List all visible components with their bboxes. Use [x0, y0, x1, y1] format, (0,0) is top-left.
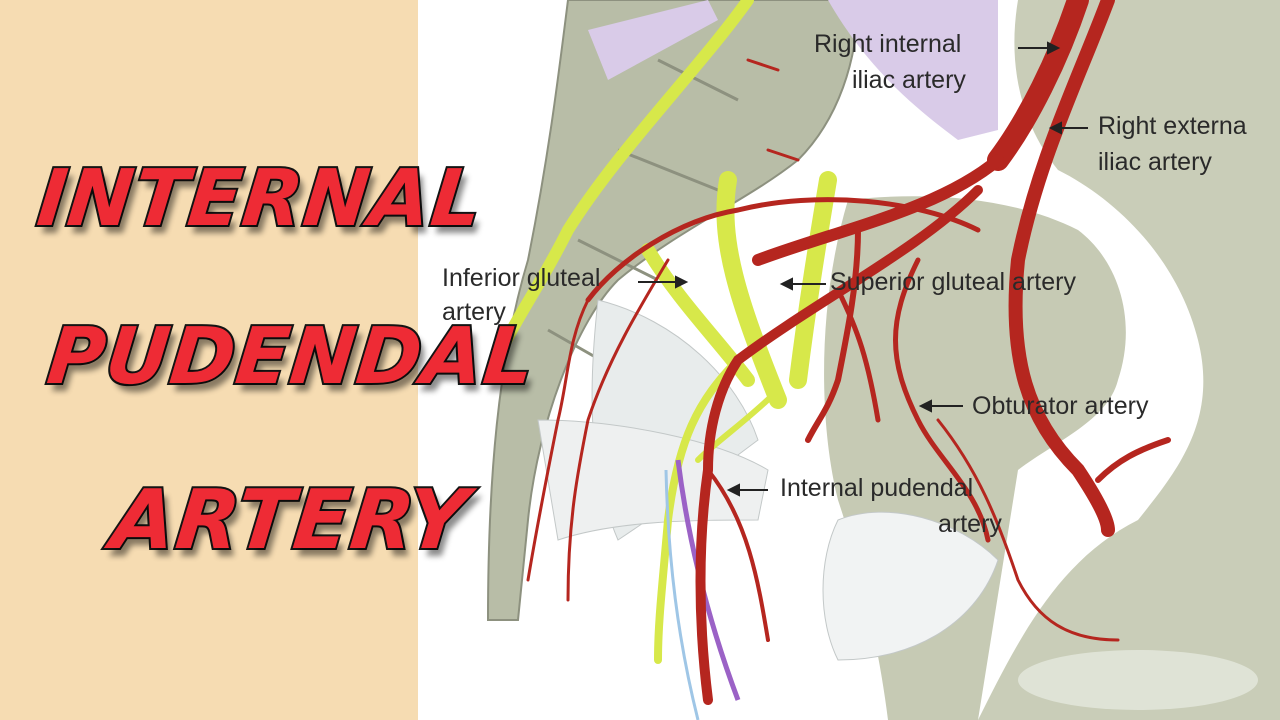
label-obturator: Obturator artery	[972, 392, 1149, 420]
title-line-3: Artery	[105, 471, 475, 570]
label-internal-pudendal-line1: Internal pudendal	[780, 474, 974, 502]
label-right-internal-iliac-line2: iliac artery	[852, 66, 966, 94]
label-inferior-gluteal-line1: Inferior gluteal	[442, 264, 601, 292]
label-superior-gluteal: Superior gluteal artery	[830, 268, 1076, 296]
title-line-1: Internal	[31, 152, 489, 246]
anatomy-illustration: Right internal iliac artery Right extern…	[418, 0, 1280, 720]
label-right-internal-iliac-line1: Right internal	[814, 30, 962, 58]
left-title-panel	[0, 0, 418, 720]
label-right-external-iliac-line1: Right externa	[1098, 112, 1247, 140]
label-inferior-gluteal-line2: artery	[442, 298, 506, 326]
pelvis-diagram	[486, 0, 1280, 720]
title-line-2: Pudendal	[41, 310, 541, 404]
label-internal-pudendal-line2: artery	[938, 510, 1002, 538]
label-right-external-iliac-line2: iliac artery	[1098, 148, 1212, 176]
